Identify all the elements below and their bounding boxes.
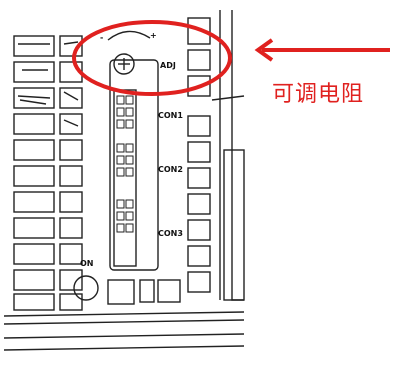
minus-marking: -: [100, 33, 103, 42]
potentiometer-knob: [113, 53, 135, 75]
callout-label: 可调电阻: [272, 82, 365, 107]
highlight-ellipse: [72, 20, 232, 96]
on-marking: ON: [80, 259, 94, 268]
connector-strip: [109, 59, 159, 271]
con1-marking: CON1: [158, 111, 183, 120]
plus-marking: +: [150, 31, 157, 40]
on-switch-dial: [73, 275, 99, 301]
con2-marking: CON2: [158, 165, 183, 174]
left-slot-column: [13, 35, 55, 311]
right-slot-column: [187, 17, 211, 293]
con3-marking: CON3: [158, 229, 183, 238]
adj-marking: ADJ: [160, 61, 176, 70]
callout-arrow: [254, 38, 390, 62]
mid-slot-column: [59, 35, 83, 311]
